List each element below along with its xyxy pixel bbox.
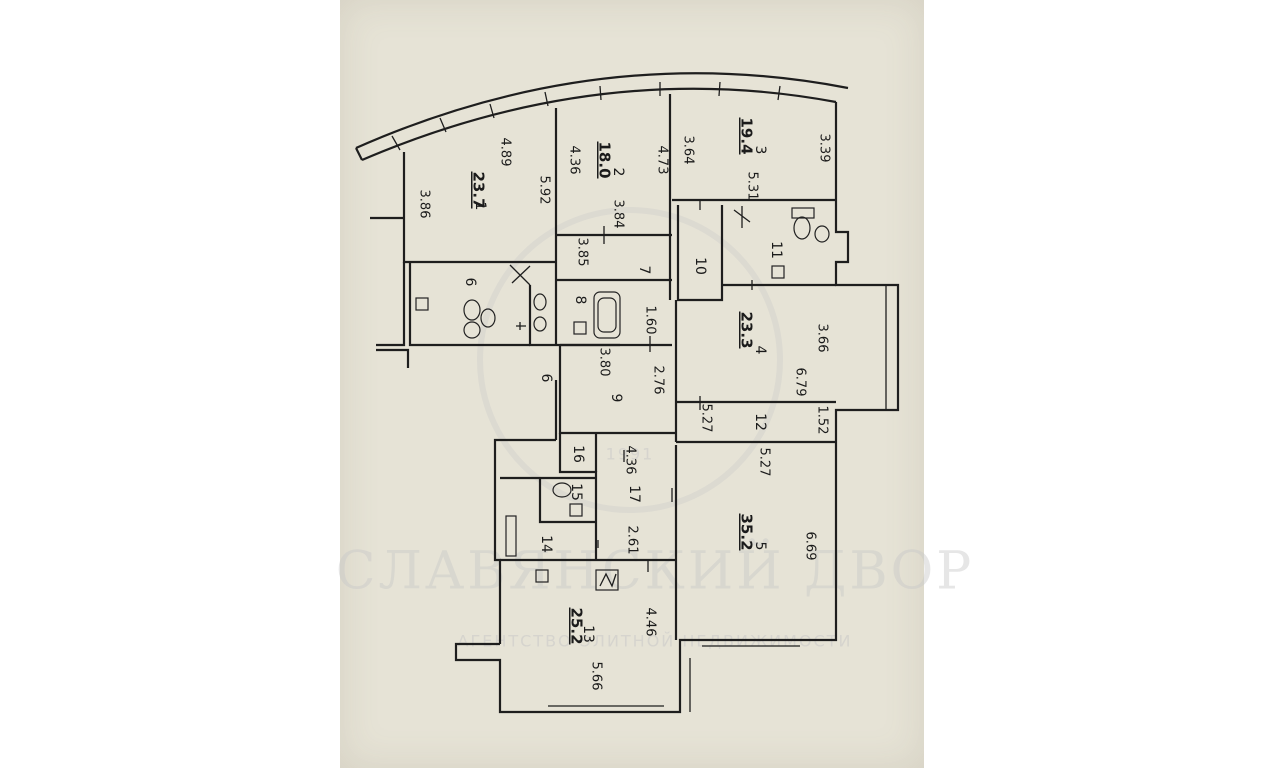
- room-2-dim-right: 4.73: [655, 146, 670, 175]
- room-1-dim-right: 5.92: [537, 176, 552, 205]
- room-3-dim-bottom: 5.31: [745, 172, 760, 201]
- room-1-number: 1: [472, 202, 488, 211]
- room-2-dim-bottom: 3.84: [611, 200, 626, 229]
- door-marks: [516, 200, 753, 572]
- room-16-number: 16: [570, 445, 586, 463]
- room-17-dim-bottom: 2.61: [625, 526, 640, 555]
- room-6-number: 6: [462, 278, 478, 287]
- room-7-dim: 3.85: [575, 238, 590, 267]
- room-10-number: 10: [692, 257, 708, 275]
- room-17-dim-top: 4.36: [623, 446, 638, 475]
- sink-icon: [533, 316, 547, 332]
- sink-icon: [814, 225, 830, 243]
- room-17-number: 17: [626, 485, 642, 503]
- room-3-dim-left: 3.64: [681, 136, 696, 165]
- room-12-dim-right: 1.52: [815, 406, 830, 435]
- room-13-dim-right: 4.46: [643, 608, 658, 637]
- room-8-number: 8: [572, 296, 588, 305]
- toilet-icon: [533, 293, 547, 311]
- corridor-number: 6: [538, 374, 554, 383]
- bathtub-icon: [593, 291, 621, 339]
- room-9-dim-top: 3.80: [597, 348, 612, 377]
- fixtures: [415, 206, 830, 591]
- stove-icon: [595, 569, 619, 591]
- room-12-number: 12: [752, 413, 768, 431]
- room-1-area: 23.7: [470, 171, 488, 208]
- interior-walls: [408, 94, 836, 640]
- room-5-number: 5: [752, 542, 768, 551]
- room-3-area: 19.4: [738, 117, 756, 154]
- watermark-title: СЛАВЯНСКИЙ ДВОР: [336, 538, 974, 602]
- room-2-number: 2: [610, 168, 626, 177]
- room-4-area: 23.3: [738, 311, 756, 348]
- room-13-number: 13: [580, 625, 596, 643]
- room-3-number: 3: [752, 146, 768, 155]
- outer-walls: [370, 102, 900, 714]
- room-5-dim-top: 5.27: [757, 448, 772, 477]
- room-8-dim: 1.60: [643, 306, 658, 335]
- room-2-dim-left: 4.36: [567, 146, 582, 175]
- room-15-number: 15: [568, 483, 584, 501]
- room-9-number: 9: [608, 394, 624, 403]
- room-3-dim-right: 3.39: [817, 134, 832, 163]
- room-5-dim-right: 6.69: [803, 532, 818, 561]
- room-12-dim-left: 5.27: [699, 404, 714, 433]
- watermark: 1991 СЛАВЯНСКИЙ ДВОР АГЕНТСТВО ЭЛИТНОЙ Н…: [336, 207, 974, 651]
- room-5-area: 35.2: [738, 513, 756, 550]
- room-labels: 4.89 3.86 1 23.7 5.92 4.36 2 18.0 4.73 3…: [417, 117, 832, 690]
- sink-icon: [463, 321, 481, 339]
- room-13-area: 25.2: [568, 607, 586, 644]
- toilet-icon: [463, 299, 481, 321]
- room-7-number: 7: [636, 266, 652, 275]
- room-13-dim-bottom: 5.66: [589, 662, 604, 691]
- room-4-dim-bottom: 6.79: [793, 368, 808, 397]
- toilet-icon: [552, 482, 572, 498]
- watermark-ring: [477, 207, 783, 513]
- curved-facade: [355, 72, 849, 162]
- watermark-year: 1991: [606, 445, 655, 464]
- room-4-dim-right: 3.66: [815, 324, 830, 353]
- room-4-number: 4: [752, 346, 768, 355]
- kitchen-counter: [505, 515, 517, 557]
- room-9-dim-right: 2.76: [651, 366, 666, 395]
- room-1-dim-top: 4.89: [498, 138, 513, 167]
- room-14-number: 14: [538, 535, 554, 553]
- room-11-number: 11: [768, 241, 784, 259]
- toilet-icon: [793, 216, 811, 240]
- room-2-area: 18.0: [596, 141, 614, 178]
- room-1-dim-left: 3.86: [417, 190, 432, 219]
